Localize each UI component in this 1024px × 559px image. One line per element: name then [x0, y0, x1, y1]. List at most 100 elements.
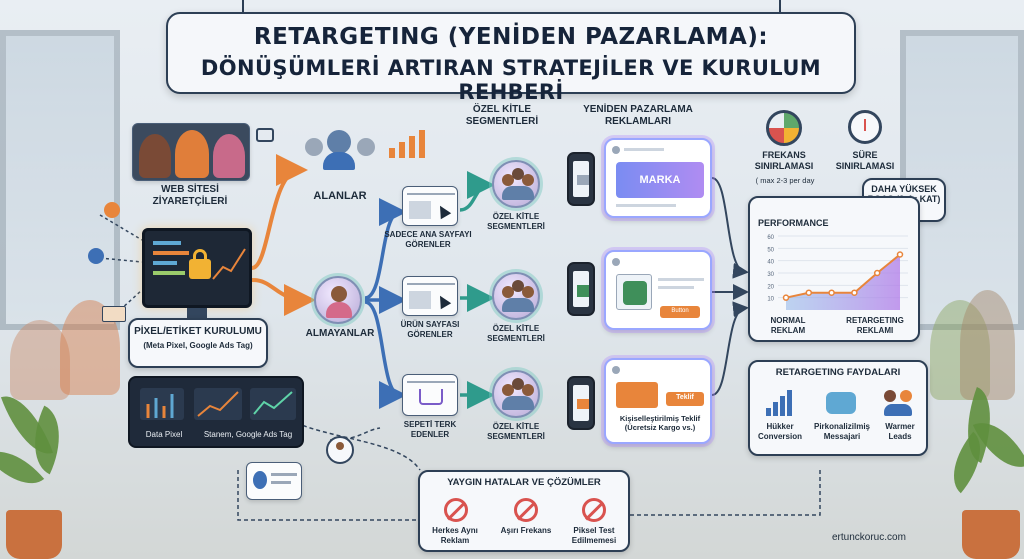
performance-area [786, 254, 900, 310]
alanlar-label: ALANLAR [313, 190, 367, 202]
growth-chart-icon [385, 128, 429, 158]
chat-icon [826, 392, 856, 414]
retargeting-ad-2: Button [604, 250, 712, 330]
segment-circle-2 [492, 272, 540, 320]
performance-title: PERFORMANCE [758, 218, 829, 228]
mail-icon [102, 306, 126, 322]
gauge-icon [766, 110, 802, 146]
cart-icon [419, 389, 443, 405]
performance-point [851, 289, 858, 296]
background-person [10, 320, 70, 400]
performance-point [805, 289, 813, 296]
data-mini-charts [140, 388, 296, 420]
row2-page-label: ÜRÜN SAYFASI GÖRENLER [400, 320, 460, 339]
performance-point [896, 251, 904, 258]
mistakes-title: YAYGIN HATALAR VE ÇÖZÜMLER [447, 477, 601, 488]
performance-chart: 60 50 40 30 20 10 [767, 235, 908, 310]
homepage-view-card [402, 186, 458, 226]
monitor-stand [187, 308, 207, 318]
offer-button-text: Teklif [676, 394, 694, 401]
people-icon [884, 390, 914, 416]
y-tick-label: 40 [767, 260, 774, 266]
frequency-label: FREKANS SINIRLAMASI [754, 150, 814, 171]
benefits-title: RETARGETING FAYDALARI [775, 367, 901, 378]
visitors-video-panel [132, 123, 250, 181]
row3-segment-label: ÖZEL KİTLE SEGMENTLERİ [487, 422, 545, 441]
cursor-icon [434, 292, 452, 310]
title-line-2: DÖNÜŞÜMLERİ ARTIRAN STRATEJİLER VE KURUL… [200, 56, 822, 104]
benefit-label-1: Hükker Conversion [757, 422, 802, 441]
row3-page-label: SEPETİ TERK EDENLER [403, 420, 457, 439]
pixel-setup-label: PİXEL/ETİKET KURULUMU [134, 326, 262, 337]
segments-header: ÖZEL KİTLE SEGMENTLERİ [465, 104, 539, 127]
cart-abandon-card [402, 374, 458, 416]
phone-mockup-3 [567, 376, 595, 430]
data-pixel-label: Data Pixel [145, 430, 183, 439]
no-entry-icon [514, 498, 538, 522]
performance-line [785, 253, 901, 299]
profile-card-icon [246, 462, 302, 500]
y-tick-label: 60 [767, 235, 774, 241]
row2-segment-label: ÖZEL KİTLE SEGMENTLERİ [487, 324, 545, 343]
mistake-label-1: Herkes Aynı Reklam [432, 526, 478, 545]
segment-circle-1 [492, 160, 540, 208]
duration-label: SÜRE SINIRLAMASI [835, 150, 895, 171]
offer-button[interactable]: Teklif [666, 392, 704, 406]
benefit-label-3: Warmer Leads [885, 422, 915, 441]
cursor-icon [434, 202, 452, 220]
pixel-setup-sublabel: (Meta Pixel, Google Ads Tag) [143, 340, 253, 350]
plant-right [937, 380, 1024, 559]
data-tag-label: Stanem, Google Ads Tag [203, 430, 293, 439]
no-entry-icon [444, 498, 468, 522]
row3-ad-caption: Kişiselleştirilmiş Teklif (Ücretsiz Karg… [619, 414, 701, 432]
mistakes-panel: YAYGIN HATALAR VE ÇÖZÜMLER Herkes Aynı R… [418, 470, 630, 552]
row1-page-label: SADECE ANA SAYFAYI GÖRENLER [384, 230, 472, 249]
background-window-left [0, 30, 120, 330]
audit-user-icon [326, 436, 354, 464]
y-tick-label: 50 [767, 247, 774, 253]
visitor-avatar [175, 130, 209, 178]
performance-point [828, 289, 835, 296]
ad-cta-button[interactable]: Button [660, 306, 700, 318]
visitor-avatar [213, 134, 245, 178]
footer-site[interactable]: ertunckoruc.com [832, 532, 906, 543]
frequency-note: ( max 2-3 per day [755, 176, 815, 185]
delivery-truck-icon [616, 382, 658, 408]
normal-ad-label: NORMAL REKLAM [770, 316, 806, 335]
performance-panel: PERFORMANCE 60 50 40 30 20 10 NORMAL REKLAM R… [748, 196, 920, 342]
plant-left [0, 380, 76, 559]
no-entry-icon [582, 498, 606, 522]
title-banner: RETARGETING (YENİDEN PAZARLAMA): DÖNÜŞÜM… [166, 12, 856, 104]
background-person [960, 290, 1015, 400]
pixel-setup-panel: PİXEL/ETİKET KURULUMU (Meta Pixel, Googl… [128, 318, 268, 368]
row1-segment-label: ÖZEL KİTLE SEGMENTLERİ [487, 212, 545, 231]
mistake-label-3: Piksel Test Edilmemesi [571, 526, 617, 545]
product-view-card [402, 276, 458, 316]
phone-mockup-1 [567, 152, 595, 206]
almayanlar-label: ALMAYANLAR [305, 328, 375, 339]
title-line-1: RETARGETING (YENİDEN PAZARLAMA): [253, 24, 769, 50]
pixel-monitor [142, 228, 252, 308]
benefits-panel: RETARGETING FAYDALARI Hükker Conversion … [748, 360, 928, 456]
user-icon [104, 202, 120, 218]
brand-ad-text: MARKA [639, 174, 681, 186]
benefit-label-2: Pirkonalizilmiş Messajari [813, 422, 871, 441]
retargeting-ad-label: RETARGETING REKLAMI [846, 316, 904, 335]
background-person [930, 300, 990, 400]
ads-header: YENİDEN PAZARLAMA REKLAMLARI [583, 104, 693, 127]
lock-icon [189, 259, 211, 279]
webcam-icon [256, 128, 274, 142]
ad-cta-text: Button [671, 308, 689, 314]
y-tick-label: 10 [767, 297, 774, 303]
alanlar-people-icon [305, 130, 375, 170]
phone-mockup-2 [567, 262, 595, 316]
performance-point [782, 294, 790, 301]
y-tick-label: 20 [767, 284, 774, 290]
visitors-label: WEB SİTESİ ZİYARETÇİLERİ [152, 184, 228, 207]
y-tick-label: 30 [767, 272, 774, 278]
visitor-avatar [139, 134, 171, 178]
data-pixel-panel: Data Pixel Stanem, Google Ads Tag [128, 376, 304, 448]
retargeting-ad-1: MARKA [604, 138, 712, 218]
retargeting-ad-3: Teklif Kişiselleştirilmiş Teklif (Ücrets… [604, 358, 712, 444]
